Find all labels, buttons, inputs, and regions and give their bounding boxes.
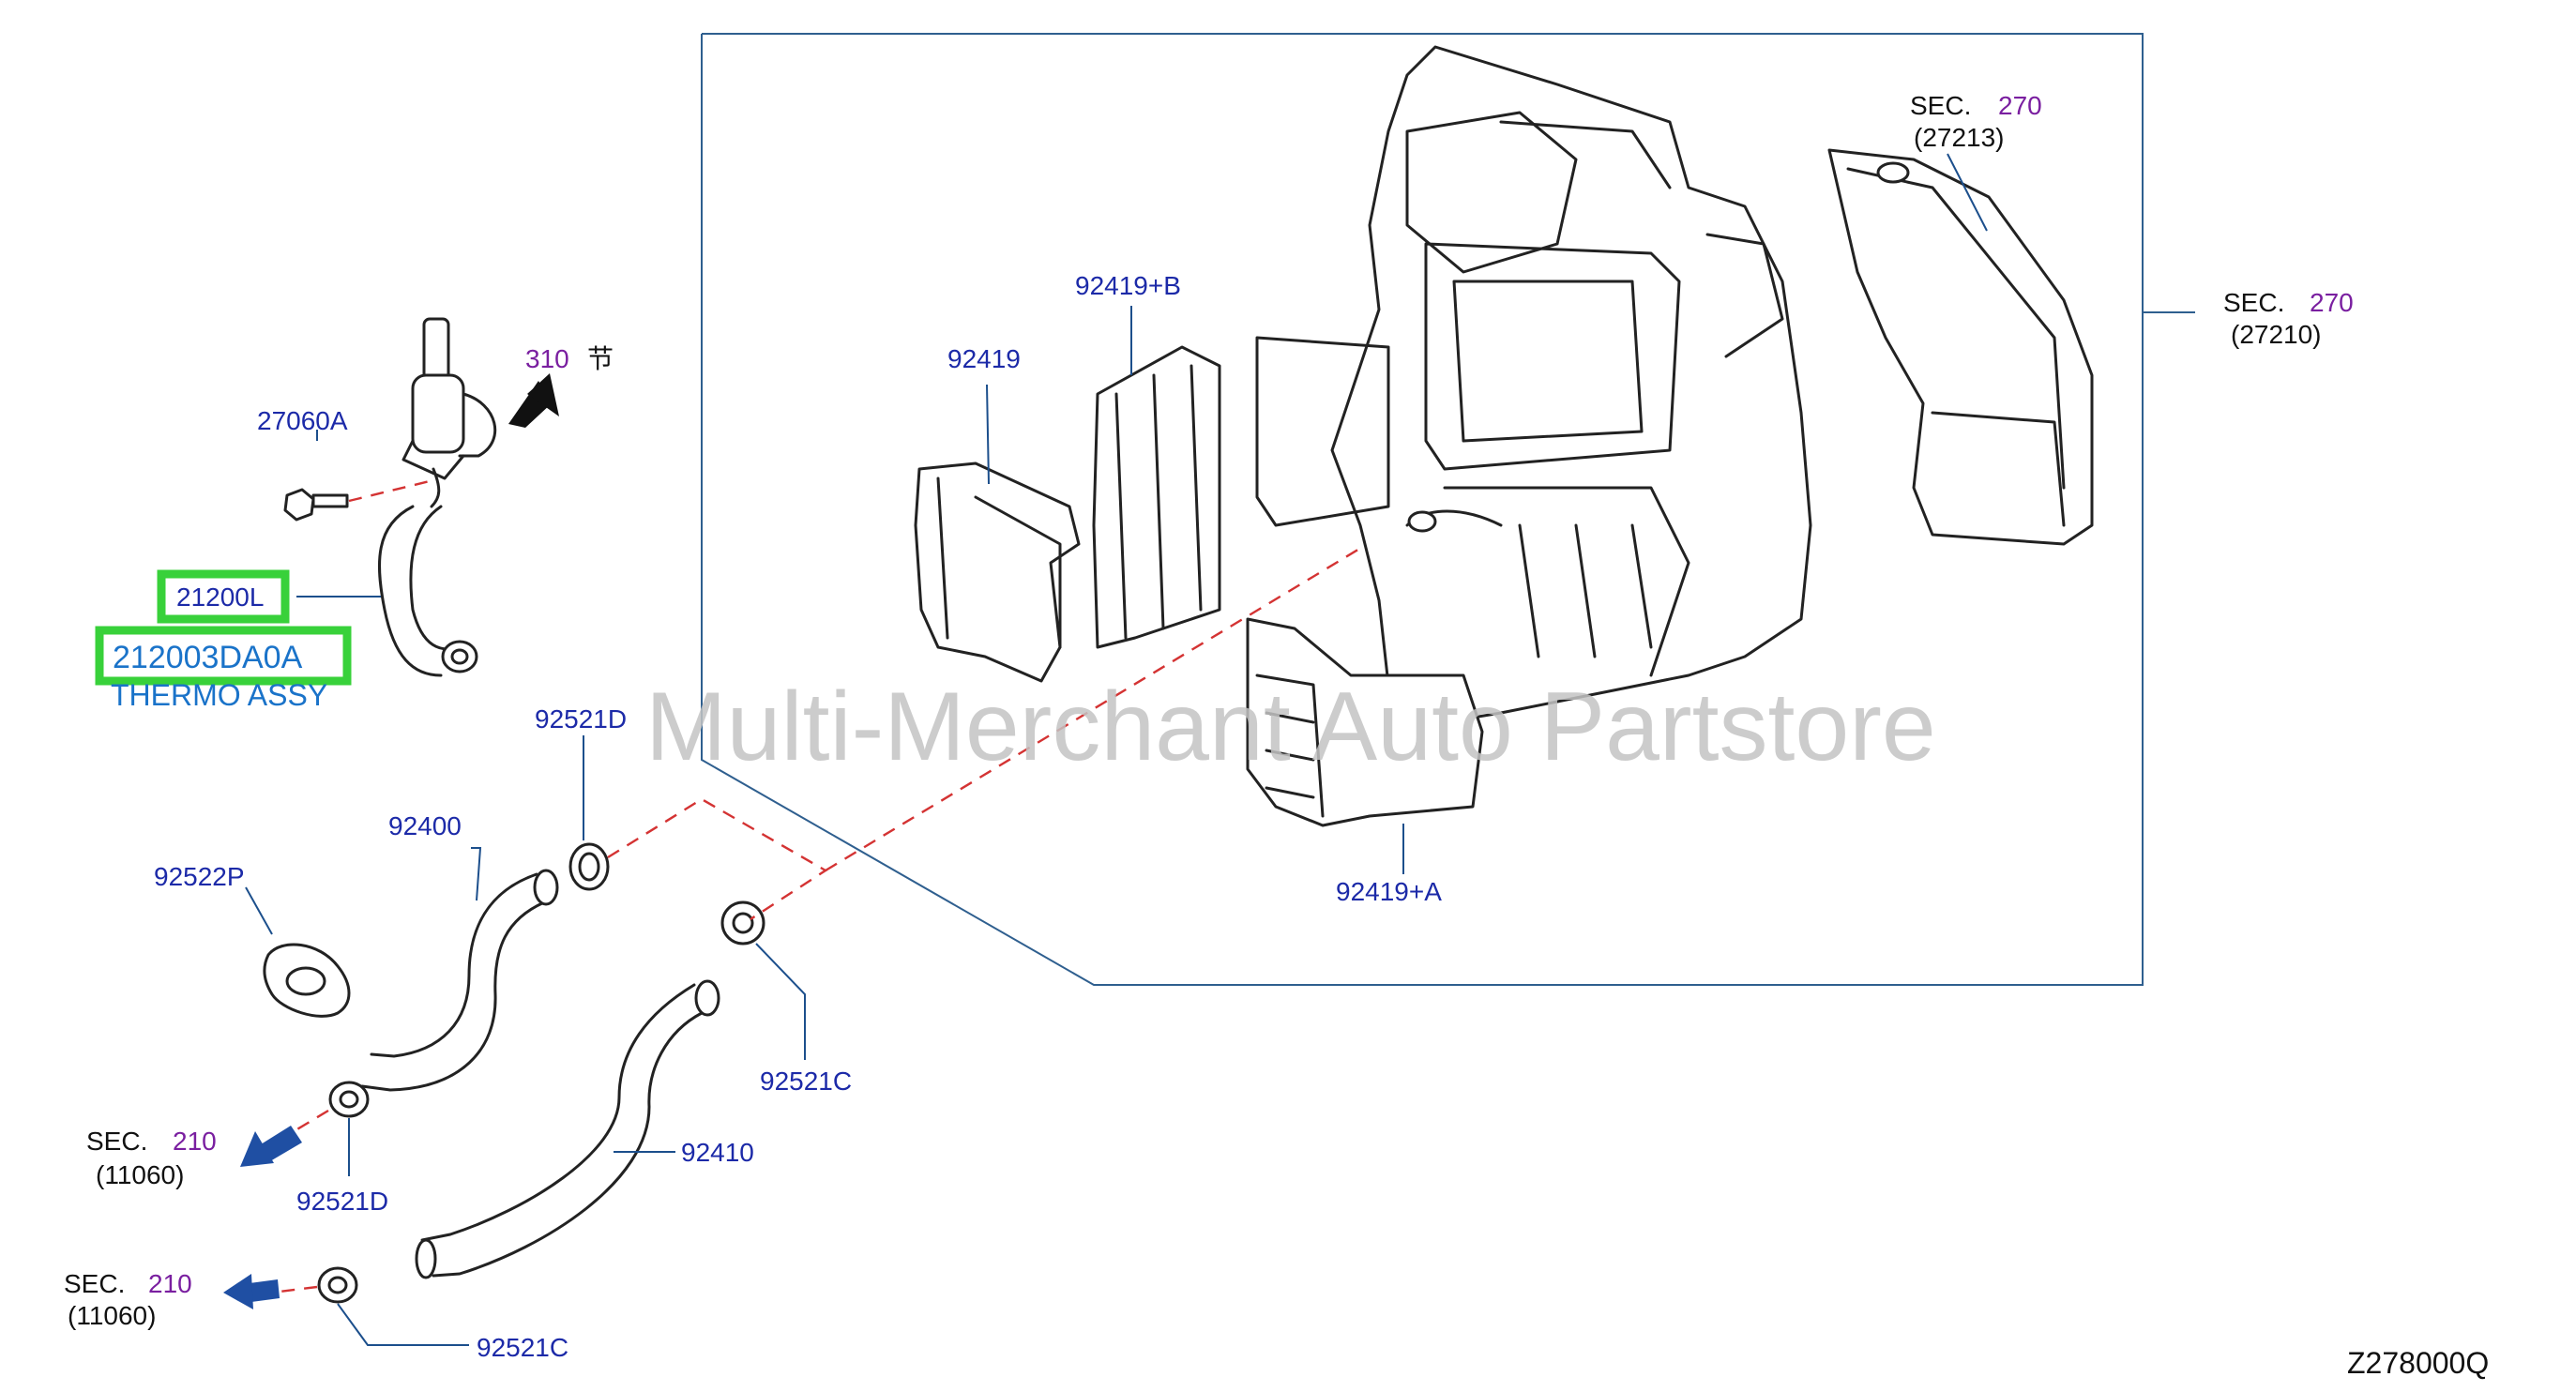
label-21200L[interactable]: 21200L bbox=[176, 583, 264, 612]
leader-92521C-bottom bbox=[337, 1303, 469, 1346]
clamp-92521C-mid[interactable] bbox=[720, 900, 765, 946]
thermo-valve[interactable] bbox=[402, 317, 497, 508]
arrow-sec210-a-icon bbox=[240, 1126, 302, 1167]
label-92521D-top: 92521D bbox=[535, 704, 627, 734]
label-sec270-b-number: 270 bbox=[2310, 288, 2354, 317]
label-sec270-b-code: (27210) bbox=[2231, 320, 2322, 349]
label-92522P: 92522P bbox=[154, 862, 245, 891]
arrow-sec210-b-icon bbox=[223, 1274, 280, 1309]
highlight-box-212003DA0A[interactable] bbox=[95, 626, 352, 686]
leader-92400 bbox=[471, 847, 482, 901]
bolt-27060A[interactable] bbox=[283, 488, 349, 522]
label-92521D-bottom: 92521D bbox=[296, 1187, 388, 1216]
clamp-92521C-bottom[interactable] bbox=[317, 1266, 358, 1304]
duct-92419-plus-b[interactable] bbox=[1092, 345, 1221, 649]
label-sec210-b-number: 210 bbox=[148, 1269, 192, 1298]
clamp-92521D-top[interactable] bbox=[568, 842, 610, 891]
watermark: Multi-Merchant Auto Partstore bbox=[645, 673, 1936, 781]
label-sec270-a-code: (27213) bbox=[1914, 123, 2005, 152]
clamp-92521D-bottom[interactable] bbox=[328, 1081, 370, 1118]
label-diagram-id: Z278000Q bbox=[2347, 1346, 2489, 1380]
assembly-frame bbox=[701, 33, 2144, 986]
label-sec270-b: SEC. bbox=[2223, 288, 2284, 317]
label-92521C-bottom: 92521C bbox=[477, 1333, 568, 1362]
leader-92419 bbox=[986, 384, 990, 485]
label-27060A: 27060A bbox=[257, 406, 348, 435]
label-92419-plus-a: 92419+A bbox=[1336, 877, 1442, 906]
hose-92400[interactable] bbox=[360, 869, 559, 1092]
duct-92419-plus-a[interactable] bbox=[1246, 617, 1484, 827]
label-310-char: 节 bbox=[587, 344, 614, 373]
heater-unit-body[interactable] bbox=[1255, 45, 1812, 724]
label-92521C-mid: 92521C bbox=[760, 1067, 852, 1096]
label-thermo-assy: THERMO ASSY bbox=[111, 678, 327, 712]
dash-to-heater-core bbox=[825, 516, 1412, 872]
label-sec210-a: SEC. bbox=[86, 1127, 147, 1156]
label-92400: 92400 bbox=[388, 811, 462, 840]
label-212003DA0A[interactable]: 212003DA0A bbox=[113, 640, 303, 675]
dash-sec210-b bbox=[271, 1285, 318, 1294]
label-sec270-a: SEC. bbox=[1910, 91, 1971, 120]
grommet-92522P[interactable] bbox=[263, 943, 351, 1018]
thermo-hose[interactable] bbox=[377, 505, 478, 677]
highlight-box-21200L[interactable] bbox=[157, 569, 290, 624]
leader-sec270-a bbox=[1947, 153, 1988, 232]
label-sec210-b: SEC. bbox=[64, 1269, 125, 1298]
cover-sec270-27213[interactable] bbox=[1827, 148, 2094, 546]
label-sec210-b-code: (11060) bbox=[68, 1301, 156, 1330]
bolt-dash bbox=[348, 478, 434, 503]
leader-92521C-mid bbox=[755, 943, 806, 1060]
label-sec270-a-number: 270 bbox=[1998, 91, 2042, 120]
label-92419: 92419 bbox=[947, 344, 1021, 373]
label-310: 310 bbox=[525, 344, 569, 373]
duct-92419[interactable] bbox=[914, 461, 1081, 683]
label-92419-plus-b: 92419+B bbox=[1075, 271, 1181, 300]
label-sec210-a-number: 210 bbox=[173, 1127, 217, 1156]
label-sec210-a-code: (11060) bbox=[96, 1160, 184, 1189]
arrow-310-head-icon bbox=[527, 373, 559, 416]
hose-92410[interactable] bbox=[415, 979, 720, 1279]
dash-hose-connect bbox=[607, 797, 828, 921]
leader-92522P bbox=[245, 886, 273, 935]
label-92410: 92410 bbox=[681, 1138, 754, 1167]
